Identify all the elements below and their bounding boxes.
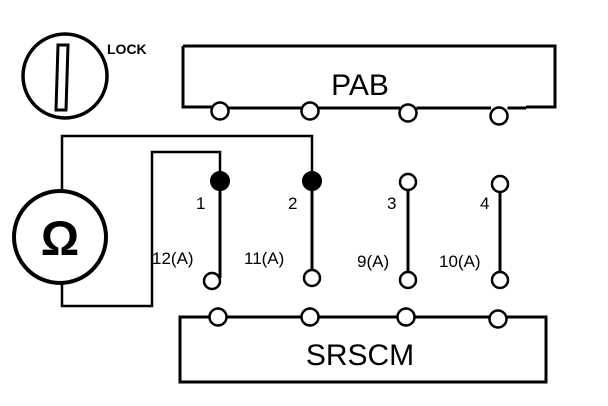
ohmmeter-icon	[12, 189, 108, 285]
terminal-label-11a: 11(A)	[244, 249, 284, 268]
meter-lead-to-terminal-2	[60, 134, 314, 191]
terminal-icon	[490, 174, 510, 194]
srscm-pin	[208, 307, 228, 327]
pab-pin-row	[210, 101, 526, 126]
probe-contact-icon	[210, 171, 230, 191]
terminal-icon	[398, 270, 418, 290]
terminal-label-3: 3	[387, 194, 396, 213]
srscm-pin-row	[208, 307, 508, 329]
srscm-pin	[488, 309, 508, 329]
pab-pin	[210, 101, 230, 121]
pab-connector-outline	[183, 44, 557, 109]
srscm-pin	[300, 307, 320, 327]
meter-lead-to-terminal-1	[60, 150, 222, 308]
harness-wire-4	[490, 174, 510, 290]
terminal-icon	[302, 268, 322, 288]
terminal-label-2: 2	[288, 194, 297, 213]
ohm-symbol: Ω	[41, 213, 79, 266]
pab-label: PAB	[331, 69, 389, 102]
pab-pin	[300, 101, 320, 121]
lock-label: LOCK	[107, 41, 147, 57]
srscm-label: SRSCM	[306, 339, 414, 372]
terminal-label-9a: 9(A)	[357, 252, 389, 271]
srscm-pin	[396, 307, 416, 327]
probe-contact-icon	[302, 171, 322, 191]
pab-connector-outline-left	[181, 46, 212, 109]
harness-wire-1	[202, 171, 230, 291]
terminal-icon	[490, 270, 510, 290]
terminal-label-1: 1	[196, 194, 205, 213]
pab-pin	[398, 103, 418, 123]
terminal-label-4: 4	[480, 194, 489, 213]
terminal-label-10a: 10(A)	[439, 252, 481, 271]
terminal-icon	[202, 271, 222, 291]
key-slot-icon	[54, 43, 70, 112]
srscm-connector-outline	[178, 315, 548, 384]
terminal-label-12a: 12(A)	[152, 249, 194, 268]
pab-pin	[489, 106, 509, 126]
harness-wire-2	[302, 171, 322, 288]
terminal-icon	[398, 172, 418, 192]
ignition-lock-switch	[21, 32, 109, 120]
harness-wire-3	[398, 172, 418, 290]
